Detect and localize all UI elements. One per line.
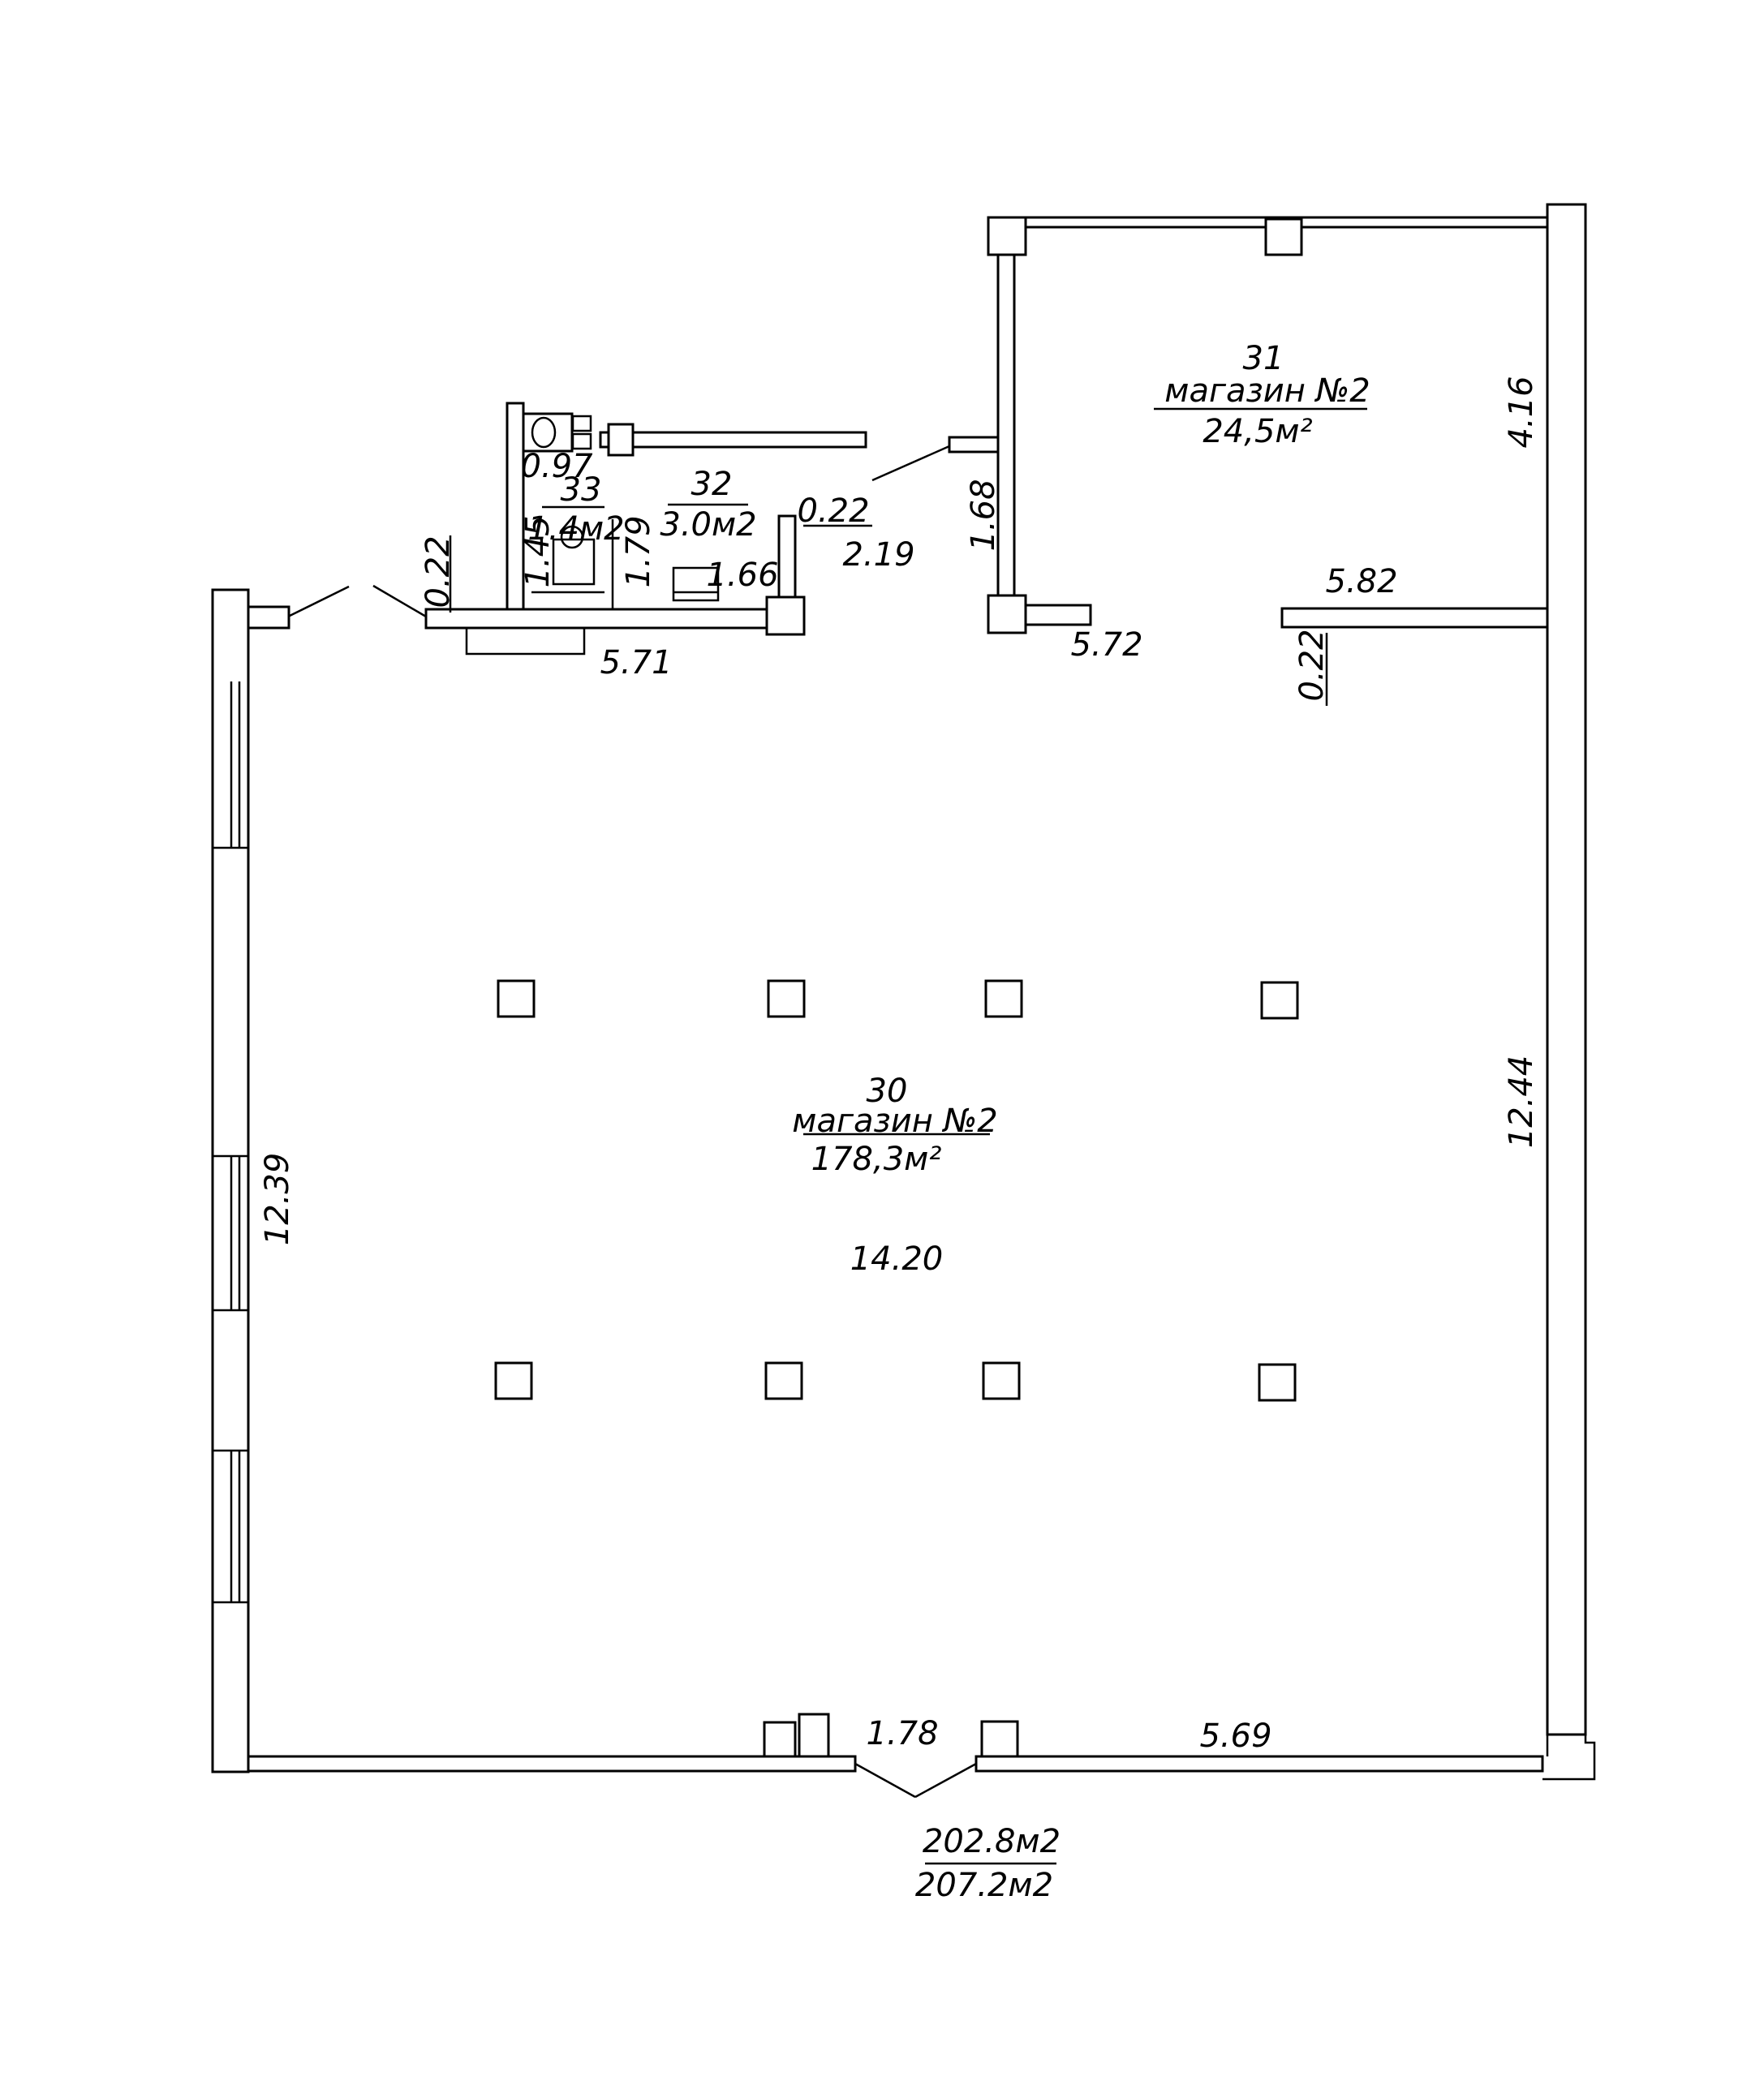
dim-14-20: 14.20 — [850, 1240, 944, 1278]
entrance-door — [854, 1762, 977, 1799]
dim-2-19: 2.19 — [842, 536, 914, 574]
hall-columns — [494, 979, 1299, 1402]
dim-4-16: 4.16 — [1503, 376, 1540, 448]
room-32-area: 3.0м2 — [660, 506, 756, 544]
dim-0-22-left: 0.22 — [419, 535, 457, 608]
room-32-label: 32 3.0м2 — [660, 466, 756, 544]
room-30-label: 30 магазин №2 178,3м² — [792, 1073, 997, 1178]
room-30-number: 30 — [867, 1073, 908, 1110]
door-swing-32 — [871, 445, 950, 482]
dim-0-97: 0.97 — [520, 448, 593, 485]
dimensions: 0.97 1.45 1.79 1.66 0.22 0.22 0.22 2.19 … — [259, 376, 1540, 1755]
dim-5-82: 5.82 — [1325, 563, 1397, 600]
area-totals: 202.8м2 207.2м2 — [915, 1823, 1061, 1904]
dim-1-45: 1.45 — [519, 515, 557, 587]
dim-12-44: 12.44 — [1503, 1055, 1540, 1149]
room-31-area: 24,5м² — [1203, 413, 1312, 450]
dim-5-71: 5.71 — [600, 644, 672, 681]
dim-1-78: 1.78 — [866, 1715, 938, 1752]
dim-1-79: 1.79 — [620, 515, 657, 587]
dim-0-22-mid: 0.22 — [797, 492, 869, 530]
room-33-label: 33 1.4м2 — [527, 471, 624, 548]
dim-5-69: 5.69 — [1199, 1717, 1271, 1755]
wc-block — [287, 402, 1328, 706]
total-net-area: 202.8м2 — [923, 1823, 1061, 1860]
dim-1-66: 1.66 — [706, 557, 778, 594]
total-gross-area: 207.2м2 — [915, 1867, 1053, 1904]
room-33-area: 1.4м2 — [527, 510, 624, 548]
room31-top-wall — [987, 216, 1549, 256]
right-exterior-wall — [1542, 203, 1596, 1781]
room-33-number: 33 — [561, 471, 602, 509]
dim-0-22-right: 0.22 — [1293, 629, 1331, 701]
room-31-number: 31 — [1243, 340, 1284, 377]
dim-12-39: 12.39 — [259, 1153, 296, 1246]
room31-left-wall — [948, 253, 1092, 634]
bottom-wall-left — [247, 1713, 857, 1773]
room-32-number: 32 — [691, 466, 733, 503]
room-31-label: 31 магазин №2 24,5м² — [1154, 340, 1370, 450]
dim-1-68: 1.68 — [965, 479, 1002, 551]
room31-partition — [1280, 607, 1549, 629]
room-31-name: магазин №2 — [1164, 372, 1370, 410]
dim-5-72: 5.72 — [1070, 626, 1142, 664]
room-30-area: 178,3м² — [811, 1141, 942, 1178]
left-exterior-wall — [211, 588, 290, 1773]
